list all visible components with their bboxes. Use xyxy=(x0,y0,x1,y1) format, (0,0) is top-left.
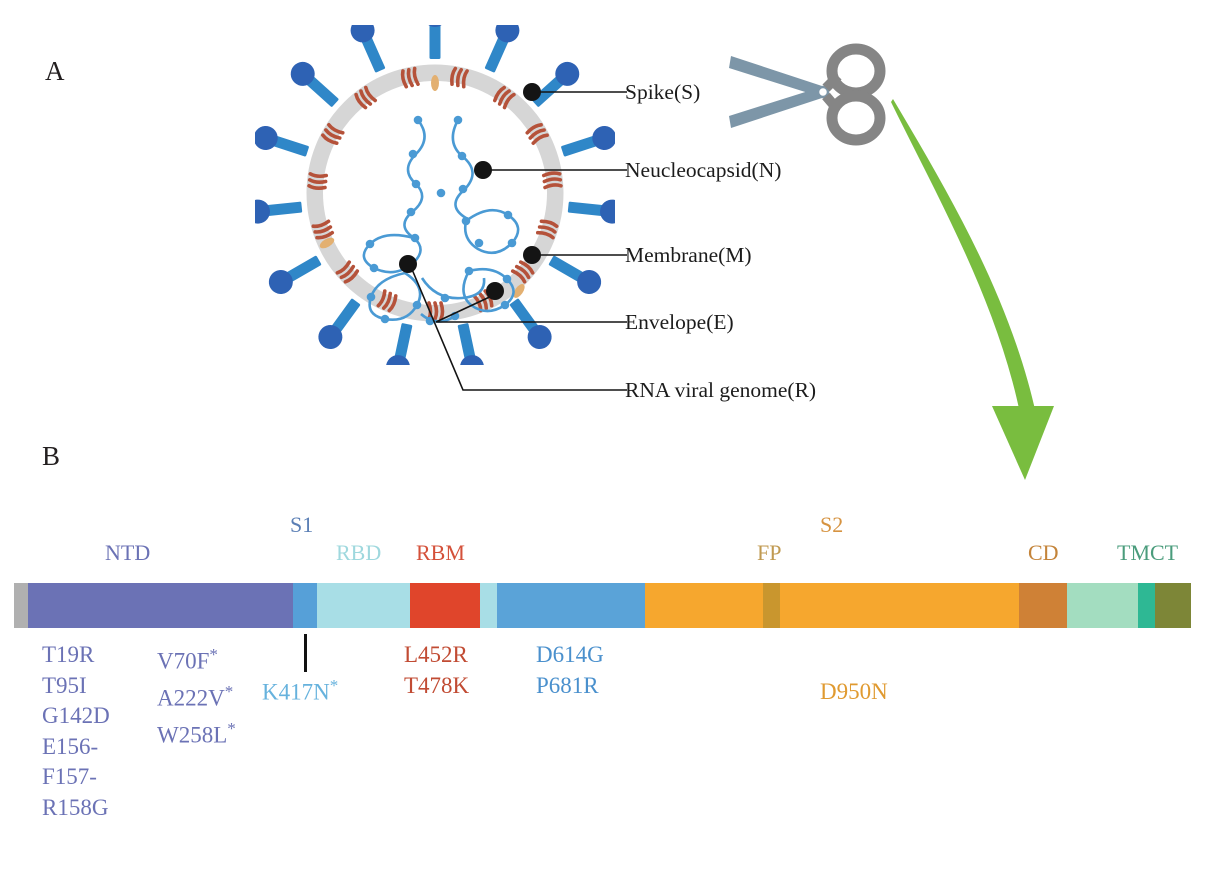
mutation-star: * xyxy=(224,682,234,702)
mutation-item: T95I xyxy=(42,672,87,698)
mutation-item: K417N* xyxy=(262,676,339,705)
domain-label-fp: FP xyxy=(757,540,782,565)
mutation-item: W258L* xyxy=(157,719,236,748)
callout-label-nucleocapsid: Neucleocapsid(N) xyxy=(625,158,782,182)
curved-arrow-icon xyxy=(891,99,1054,480)
domain-segment-rbd-2 xyxy=(479,583,497,628)
mutation-item: R158G xyxy=(42,794,109,820)
domain-label-rbm: RBM xyxy=(416,540,465,565)
domain-label-rbd: RBD xyxy=(336,540,382,565)
mutation-item: A222V* xyxy=(157,682,234,711)
domain-label-s1: S1 xyxy=(290,512,314,537)
callout-label-spike: Spike(S) xyxy=(625,80,701,104)
marker-dot-rna xyxy=(399,255,417,273)
mutation-list-rbm: L452R T478K xyxy=(404,640,469,701)
mutation-tick-k417n xyxy=(304,634,307,672)
domain-segment-rbm xyxy=(409,583,480,628)
domain-segment-ct xyxy=(1154,583,1191,628)
mutation-list-ntd-col1: T19R T95I G142D E156- F157- R158G xyxy=(42,640,110,823)
scissors-icon xyxy=(729,43,886,146)
domain-segment-s1-linker xyxy=(292,583,317,628)
domain-segment-rbd xyxy=(316,583,410,628)
marker-dot-spike xyxy=(523,83,541,101)
mutation-list-s2: D950N xyxy=(820,677,888,708)
panel-b-letter: B xyxy=(42,441,61,471)
domain-label-cd: CD xyxy=(1028,540,1059,565)
callout-leader-lines xyxy=(399,83,627,391)
domain-label-tmct: TMCT xyxy=(1117,540,1179,565)
mutation-item: V70F* xyxy=(157,645,218,674)
virus-particle-diagram xyxy=(255,25,615,365)
rna-nodes xyxy=(365,115,517,326)
mutation-item: P681R xyxy=(536,672,599,698)
domain-segment-ntd xyxy=(27,583,293,628)
domain-segment-s2-b xyxy=(779,583,1019,628)
domain-segment-fp xyxy=(762,583,780,628)
marker-dot-membrane xyxy=(523,246,541,264)
marker-dot-nucleocapsid xyxy=(474,161,492,179)
mutation-item: L452R xyxy=(404,642,468,667)
envelope-proteins xyxy=(319,75,525,298)
mutation-item: D614G xyxy=(536,642,604,667)
mutation-item: G142D xyxy=(42,703,110,728)
mutation-list-s1-c: D614G P681R xyxy=(536,640,604,701)
domain-segment-s2-a xyxy=(644,583,763,628)
callout-label-membrane: Membrane(M) xyxy=(625,243,752,267)
spike-domain-bar xyxy=(14,583,1191,628)
callout-label-rna: RNA viral genome(R) xyxy=(625,378,817,402)
mutation-star: * xyxy=(227,719,236,739)
marker-dot-envelope xyxy=(486,282,504,300)
panel-a-letter: A xyxy=(45,56,65,86)
mutation-item: D950N xyxy=(820,679,888,704)
domain-segment-s1-c xyxy=(496,583,645,628)
mutation-item: F157- xyxy=(42,764,97,789)
mutation-star: * xyxy=(209,645,218,664)
mutation-list-rbd: K417N* xyxy=(262,671,338,708)
mutation-list-ntd-col2: V70F* A222V* W258L* xyxy=(157,640,236,751)
domain-segment-cd xyxy=(1018,583,1067,628)
mutation-item: T19R xyxy=(42,642,95,667)
mutation-item: T478K xyxy=(404,672,470,698)
domain-label-ntd: NTD xyxy=(105,540,151,565)
domain-segment-tm xyxy=(1066,583,1138,628)
domain-segment-sp xyxy=(14,583,28,628)
mutation-star: * xyxy=(329,676,339,695)
marker-dots xyxy=(399,83,541,300)
mutation-item: E156- xyxy=(42,733,99,759)
domain-label-s2: S2 xyxy=(820,512,844,537)
domain-segment-tm-2 xyxy=(1137,583,1155,628)
callout-label-envelope: Envelope(E) xyxy=(625,310,734,334)
